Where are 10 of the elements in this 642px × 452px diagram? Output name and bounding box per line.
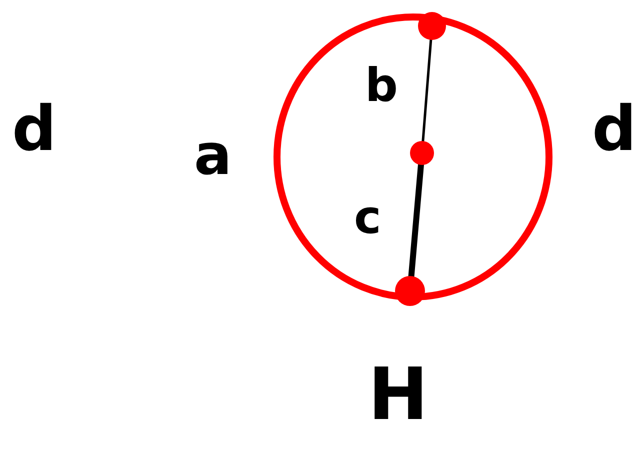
letter-label: d (12, 98, 56, 160)
letter-label: H (368, 358, 428, 430)
point-dot (410, 141, 434, 165)
edge-label: b (365, 62, 398, 108)
letter-label: a (194, 128, 232, 184)
edge-label: c (354, 194, 382, 240)
letter-label: d (592, 98, 636, 160)
point-dot (418, 12, 446, 40)
line-segment (422, 38, 432, 142)
line-segment (408, 162, 424, 280)
